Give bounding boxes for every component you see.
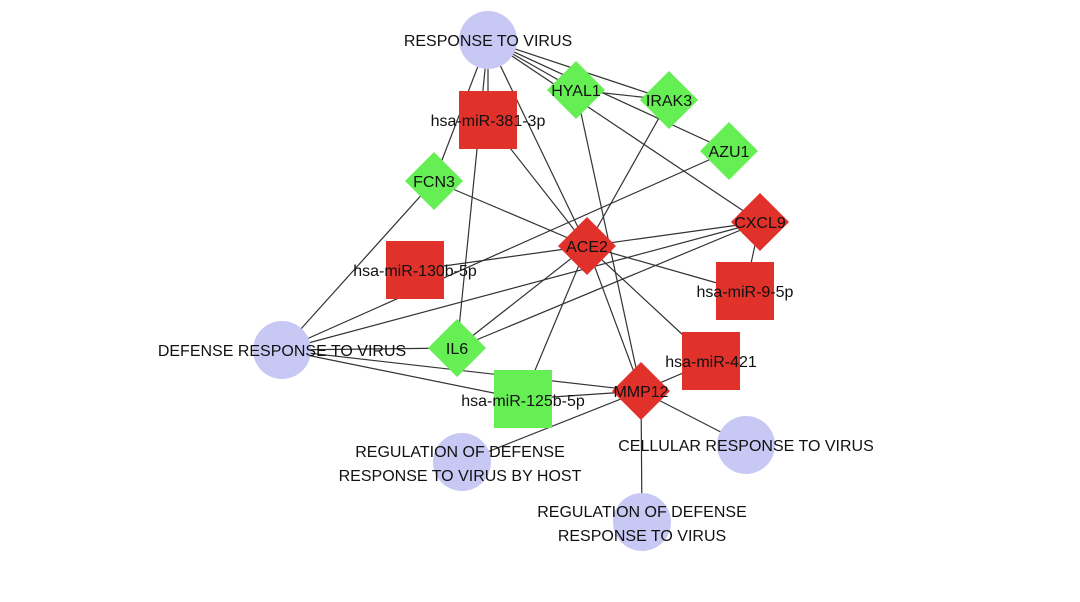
node-fcn3[interactable]: [405, 152, 463, 210]
edge-cxcl9-ace2: [586, 221, 761, 247]
node-m130[interactable]: [386, 241, 444, 299]
node-hyal1[interactable]: [547, 61, 605, 119]
node-rdrh[interactable]: [433, 433, 491, 491]
edge-ace2-mmp12: [586, 245, 642, 392]
node-label-irak3: IRAK3: [646, 93, 692, 110]
edge-azu1-drtv: [281, 150, 730, 351]
node-mmp12[interactable]: [612, 362, 670, 420]
node-label-m130: hsa-miR-130b-5p: [353, 263, 477, 280]
edge-rtv-ace2: [487, 39, 588, 247]
node-label2-rdr: RESPONSE TO VIRUS: [558, 528, 726, 545]
node-ace2[interactable]: [558, 217, 616, 275]
edge-cxcl9-drtv: [281, 221, 761, 351]
node-irak3[interactable]: [640, 71, 698, 129]
node-label-ace2: ACE2: [566, 239, 608, 256]
edge-ace2-il6: [456, 245, 588, 349]
node-label-crtv: CELLULAR RESPONSE TO VIRUS: [618, 438, 874, 455]
node-rtv[interactable]: [459, 11, 517, 69]
node-label-m381: hsa-miR-381-3p: [431, 113, 546, 130]
node-label-rdr: REGULATION OF DEFENSE: [537, 504, 747, 521]
node-label-rdrh: REGULATION OF DEFENSE: [355, 444, 565, 461]
edge-cxcl9-il6: [456, 221, 761, 349]
node-m125[interactable]: [494, 370, 552, 428]
edge-fcn3-drtv: [281, 180, 435, 351]
node-label2-rdrh: RESPONSE TO VIRUS BY HOST: [339, 468, 582, 485]
edge-rtv-azu1: [487, 39, 730, 152]
node-label-m421: hsa-miR-421: [665, 354, 757, 371]
node-label-m9: hsa-miR-9-5p: [697, 284, 794, 301]
node-m421[interactable]: [682, 332, 740, 390]
node-label-mmp12: MMP12: [613, 384, 668, 401]
node-label-cxcl9: CXCL9: [734, 215, 786, 232]
edge-fcn3-ace2: [433, 180, 588, 247]
node-azu1[interactable]: [700, 122, 758, 180]
node-cxcl9[interactable]: [731, 193, 789, 251]
edge-irak3-ace2: [586, 99, 670, 247]
node-m381[interactable]: [459, 91, 517, 149]
label-layer: RESPONSE TO VIRUS DEFENSE RESPONSE TO VIR…: [158, 33, 874, 545]
node-label-rtv: RESPONSE TO VIRUS: [404, 33, 572, 50]
node-crtv[interactable]: [717, 416, 775, 474]
node-label-m125: hsa-miR-125b-5p: [461, 393, 585, 410]
node-il6[interactable]: [428, 319, 486, 377]
node-label-hyal1: HYAL1: [551, 83, 601, 100]
node-layer: [253, 11, 789, 551]
node-drtv[interactable]: [253, 321, 311, 379]
node-label-fcn3: FCN3: [413, 174, 455, 191]
node-label-azu1: AZU1: [709, 144, 750, 161]
edge-drtv-il6: [281, 347, 458, 351]
node-m9[interactable]: [716, 262, 774, 320]
node-label-il6: IL6: [446, 341, 468, 358]
node-label-drtv: DEFENSE RESPONSE TO VIRUS: [158, 343, 406, 360]
node-rdr[interactable]: [613, 493, 671, 551]
edge-drtv-m125: [281, 349, 524, 400]
edge-rtv-cxcl9: [487, 39, 761, 223]
